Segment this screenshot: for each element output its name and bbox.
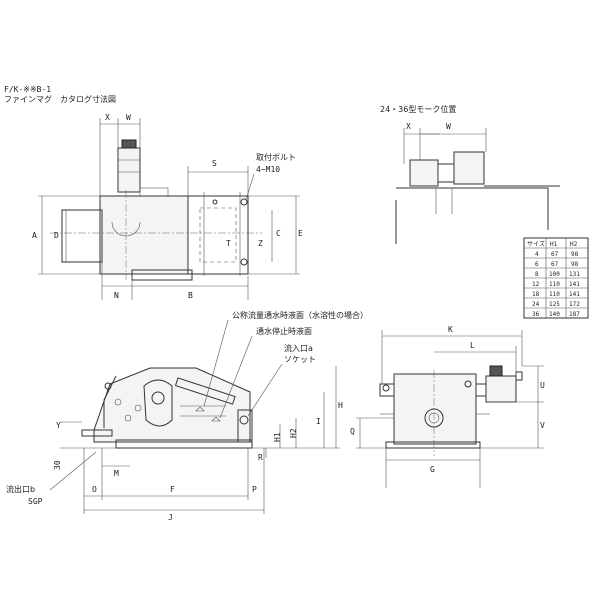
table-cell: 98 [571, 261, 579, 268]
dim-g: G [430, 465, 435, 474]
front-view [379, 365, 523, 456]
side-view [81, 367, 253, 449]
table-cell: 18 [532, 291, 540, 298]
table-cell: 131 [569, 271, 580, 278]
table-cell: 8 [535, 271, 539, 278]
motor-cap [121, 139, 137, 149]
dim-c: C [276, 229, 281, 238]
table-cell: 141 [569, 291, 580, 298]
table-cell: 6 [535, 261, 539, 268]
dim-m: M [114, 469, 119, 478]
side-dims: H I H2 H1 R Y 30 M O F P J 流出口b SGP [6, 366, 343, 522]
front-motor-cap [489, 365, 503, 377]
dim-s: S [212, 159, 217, 168]
dim-i: I [316, 417, 321, 426]
table-cell: 140 [549, 311, 560, 318]
dim-h2: H2 [289, 428, 298, 438]
rear-box [187, 195, 249, 275]
motor-alt-body [409, 159, 439, 187]
catalog-subtitle: ファインマグ カタログ寸法図 [4, 94, 116, 104]
model-title: F/K-※※B-1 [4, 85, 51, 94]
table-cell: 141 [569, 281, 580, 288]
table-header-size: サイズ [527, 240, 545, 248]
dim-h: H [338, 401, 343, 410]
stop-level-note: 通水停止時液面 [256, 326, 312, 336]
dim-z: Z [258, 239, 263, 248]
front-box [61, 209, 103, 263]
motor-position-view: X W [395, 122, 560, 244]
dim-b: B [188, 291, 193, 300]
front-dims: K L U V Q G [350, 325, 545, 488]
outlet-label: 流出口b [6, 484, 35, 494]
dim-v: V [540, 421, 545, 430]
table-cell: 100 [549, 271, 560, 278]
table-cell: 24 [532, 301, 540, 308]
dim-r: R [258, 453, 263, 462]
table-cell: 12 [532, 281, 540, 288]
table-cell: 172 [569, 301, 580, 308]
dim-x: X [105, 113, 110, 122]
table-cell: 110 [549, 291, 560, 298]
dim-t: T [226, 239, 231, 248]
dim-x2: X [406, 122, 411, 131]
bolt-label: 取付ボルト [256, 152, 296, 162]
table-cell: 98 [571, 251, 579, 258]
dim-h1: H1 [273, 432, 282, 442]
dim-d: D [54, 231, 59, 240]
bolt-spec: 4−M10 [256, 165, 280, 174]
sgp-label: SGP [28, 497, 43, 506]
top-dims: X W S A D N B C E T Z 取付ボルト 4−M10 [32, 113, 303, 300]
dim-f: F [170, 485, 175, 494]
dim-y: Y [56, 421, 61, 430]
table-cell: 67 [551, 251, 559, 258]
dim-n: N [114, 291, 119, 300]
dim-o: O [92, 485, 97, 494]
dim-k: K [448, 325, 453, 334]
table-cell: 125 [549, 301, 560, 308]
table-header-h2: H2 [570, 241, 578, 248]
dim-e: E [298, 229, 303, 238]
dim-u: U [540, 381, 545, 390]
table-cell: 110 [549, 281, 560, 288]
flow-level-note: 公称流量通水時液面（水溶性の場合） [232, 310, 368, 320]
dim-a: A [32, 231, 37, 240]
table-cell: 36 [532, 311, 540, 318]
dim-w2: W [446, 122, 451, 131]
motor-alt-box [453, 151, 485, 185]
motor-body [117, 147, 141, 193]
dim-w: W [126, 113, 131, 122]
socket-label: ソケット [284, 355, 316, 364]
motor-position-title: 24・36型モーク位置 [380, 104, 456, 114]
dim-30: 30 [53, 460, 62, 470]
inlet-label: 流入口a [284, 343, 313, 353]
table-header-h1: H1 [550, 241, 558, 248]
dim-q: Q [350, 427, 355, 436]
top-view [50, 139, 262, 281]
dim-j: J [168, 513, 173, 522]
main-tank [99, 195, 189, 275]
size-table: サイズ H1 H2 4 67 98 6 67 98 8 100 131 12 1… [523, 237, 589, 319]
magnet-drum [143, 379, 173, 427]
front-motor [485, 375, 517, 403]
table-cell: 187 [569, 311, 580, 318]
dim-p: P [252, 485, 257, 494]
dim-l: L [470, 341, 475, 350]
table-cell: 67 [551, 261, 559, 268]
table-cell: 4 [535, 251, 539, 258]
